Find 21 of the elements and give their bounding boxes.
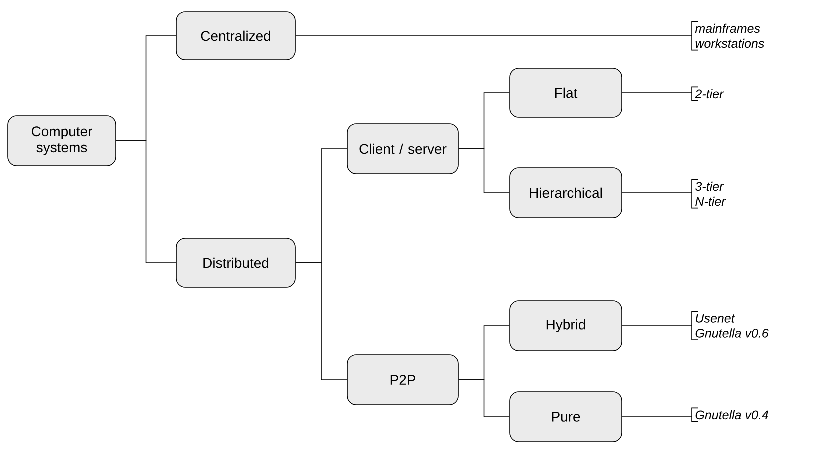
connector-line xyxy=(622,416,692,418)
category-box: Pure xyxy=(510,392,622,442)
connector-line xyxy=(116,140,177,264)
example-list: Gnutella v0.4 xyxy=(696,410,768,420)
category-box: Computer systems xyxy=(8,116,116,166)
category-box: Distributed xyxy=(176,238,296,288)
example-list: Usenet Gnutella v0.6 xyxy=(696,314,769,338)
example-list: 2-tier xyxy=(695,89,724,99)
connector-line xyxy=(622,192,692,194)
category-box: Hierarchical xyxy=(510,168,622,218)
category-box: Client / server xyxy=(347,124,459,174)
connector-line xyxy=(296,262,348,380)
category-box: Centralized xyxy=(176,12,296,60)
example-list: 3-tier N-tier xyxy=(696,182,726,206)
category-box: Flat xyxy=(510,68,622,118)
category-box: Hybrid xyxy=(510,300,622,352)
example-list: mainframes workstations xyxy=(695,24,764,48)
connector-line xyxy=(458,148,510,194)
category-box: P2P xyxy=(347,354,459,406)
connector-line xyxy=(458,380,510,418)
connector-line xyxy=(622,92,692,94)
